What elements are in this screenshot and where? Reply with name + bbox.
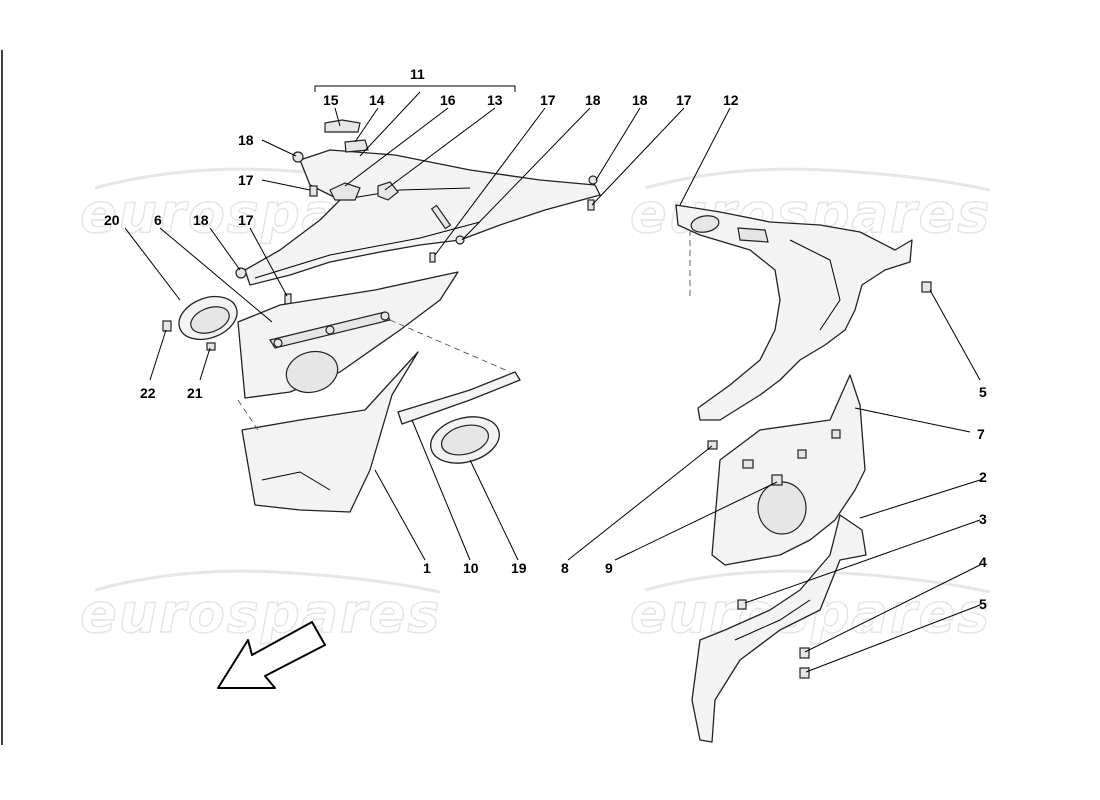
callout-7: 7 (977, 426, 985, 442)
callout-9: 9 (605, 560, 613, 576)
callout-17: 17 (238, 212, 254, 228)
direction-arrow-icon (217, 621, 326, 689)
callout-18: 18 (585, 92, 601, 108)
callout-17: 17 (540, 92, 556, 108)
callout-5: 5 (979, 384, 987, 400)
callout-18: 18 (632, 92, 648, 108)
callout-10: 10 (463, 560, 479, 576)
callout-21: 21 (187, 385, 203, 401)
callout-labels: 11 15 14 16 13 17 18 18 17 12 18 17 20 6… (104, 66, 987, 612)
callout-13: 13 (487, 92, 503, 108)
callout-12: 12 (723, 92, 739, 108)
callout-20: 20 (104, 212, 120, 228)
callout-14: 14 (369, 92, 385, 108)
callout-15: 15 (323, 92, 339, 108)
watermark-text: eurospares (80, 582, 441, 645)
callout-6: 6 (154, 212, 162, 228)
callout-16: 16 (440, 92, 456, 108)
callout-18: 18 (238, 132, 254, 148)
lower-rear-panel (691, 281, 932, 743)
callout-1: 1 (423, 560, 431, 576)
callout-11: 11 (410, 66, 425, 82)
speaker-grille (430, 416, 500, 464)
courtesy-light (162, 295, 238, 351)
group-bracket (314, 85, 516, 92)
callout-18: 18 (193, 212, 209, 228)
trim-strip (397, 371, 521, 425)
callout-19: 19 (511, 560, 527, 576)
callout-2: 2 (979, 469, 987, 485)
upper-trim-panel (244, 149, 601, 286)
pillar-trim (675, 204, 913, 421)
callout-4: 4 (979, 554, 987, 570)
guide-line (389, 319, 511, 373)
callout-22: 22 (140, 385, 156, 401)
rear-panel (711, 374, 866, 566)
lower-side-panel (241, 351, 419, 513)
callout-17: 17 (676, 92, 692, 108)
callout-8: 8 (561, 560, 569, 576)
trim-clips (235, 119, 598, 305)
callout-3: 3 (979, 511, 987, 527)
callout-5: 5 (979, 596, 987, 612)
callout-17: 17 (238, 172, 254, 188)
guide-line (237, 399, 259, 431)
side-panel (237, 271, 459, 399)
leader-lines (124, 91, 981, 673)
